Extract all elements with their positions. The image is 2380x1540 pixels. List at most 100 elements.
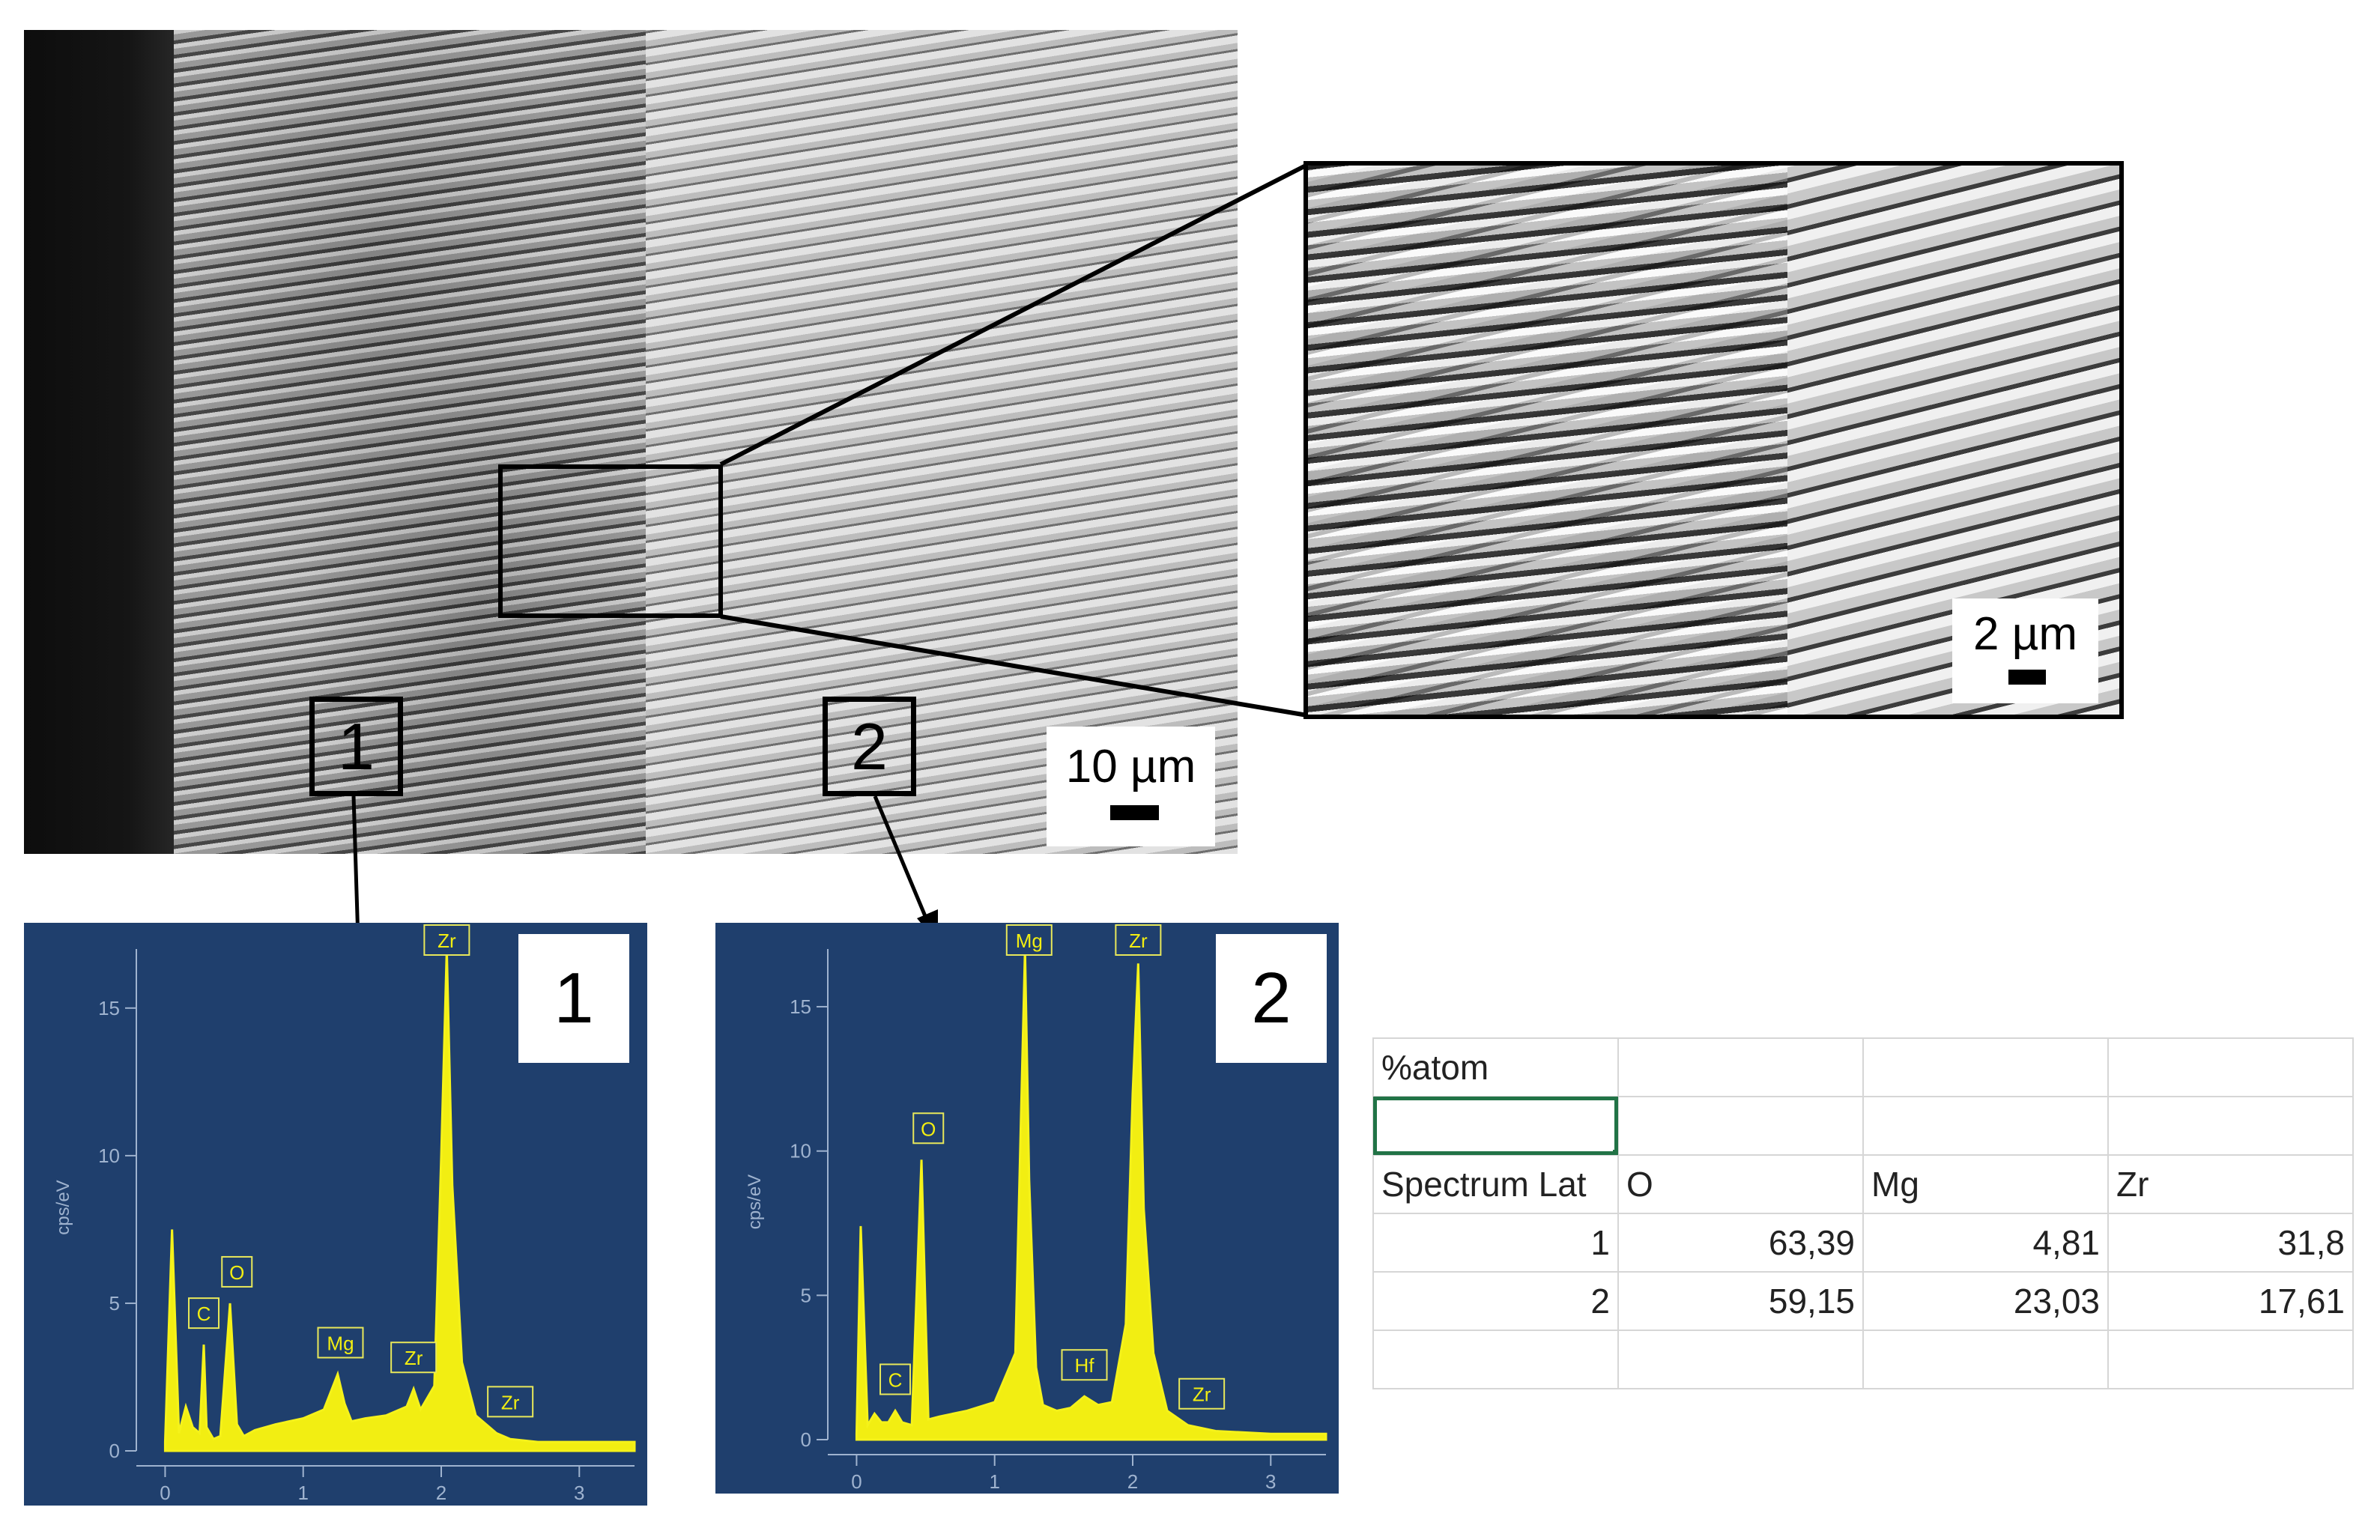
region-marker-2: 2 xyxy=(823,697,916,796)
peak-label-box xyxy=(390,1342,437,1374)
inset-scale-label: 2 µm xyxy=(1972,608,2078,660)
table-cell[interactable] xyxy=(1862,1330,2109,1389)
table-row xyxy=(1372,1330,2354,1389)
table-cell[interactable] xyxy=(1617,1037,1864,1097)
x-tick-label: 3 xyxy=(574,1482,584,1504)
table-cell[interactable]: 31,8 xyxy=(2107,1213,2354,1273)
peak-label: Zr xyxy=(1193,1383,1211,1406)
peak-label: Zr xyxy=(1129,930,1148,952)
micrograph-scale-label: 10 µm xyxy=(1065,741,1196,792)
y-axis-label: cps/eV xyxy=(53,1180,73,1234)
table-row xyxy=(1372,1096,2354,1156)
peak-label-box xyxy=(1178,1377,1226,1410)
y-tick-label: 0 xyxy=(801,1428,811,1451)
peak-label: O xyxy=(229,1261,244,1284)
x-tick-label: 2 xyxy=(1127,1470,1138,1493)
table-row: 2 59,15 23,03 17,61 xyxy=(1372,1271,2354,1331)
y-axis-label: cps/eV xyxy=(745,1174,765,1229)
spectrum-series xyxy=(163,948,636,1452)
peak-label-box xyxy=(487,1386,534,1418)
y-tick-label: 5 xyxy=(801,1284,811,1306)
sem-smooth-region xyxy=(646,30,1238,854)
sem-micrograph: 10 µm xyxy=(24,30,1238,854)
sem-rough-region xyxy=(174,30,683,854)
table-cell[interactable]: 59,15 xyxy=(1617,1271,1864,1331)
y-tick-label: 15 xyxy=(790,995,811,1018)
spectrum-series xyxy=(855,948,1327,1441)
peak-label-box xyxy=(1061,1349,1108,1381)
zoom-connector-top xyxy=(719,163,1309,467)
spectrum-2-panel-number: 2 xyxy=(1216,934,1327,1063)
micrograph-scale-bar xyxy=(1110,805,1159,820)
marker1-connector xyxy=(351,795,360,941)
table-cell[interactable]: 63,39 xyxy=(1617,1213,1864,1273)
selected-cell[interactable] xyxy=(1372,1096,1619,1156)
marker2-connector xyxy=(873,795,931,926)
inset-scale-bar xyxy=(2008,670,2046,685)
zoom-region-box xyxy=(498,464,723,618)
table-cell[interactable] xyxy=(1862,1096,2109,1156)
table-cell[interactable]: 23,03 xyxy=(1862,1271,2109,1331)
table-cell[interactable] xyxy=(2107,1330,2354,1389)
table-cell[interactable]: 17,61 xyxy=(2107,1271,2354,1331)
table-cell[interactable] xyxy=(1617,1096,1864,1156)
peak-label: Mg xyxy=(327,1333,354,1355)
table-cell[interactable]: 4,81 xyxy=(1862,1213,2109,1273)
table-row: 1 63,39 4,81 31,8 xyxy=(1372,1213,2354,1273)
peak-label: O xyxy=(921,1118,936,1140)
table-header-row: Spectrum Lat O Mg Zr xyxy=(1372,1154,2354,1214)
x-tick-label: 3 xyxy=(1265,1470,1276,1493)
inset-scale-box: 2 µm xyxy=(1952,598,2098,703)
peak-label: C xyxy=(888,1368,903,1391)
table-cell[interactable] xyxy=(1862,1037,2109,1097)
table-cell[interactable] xyxy=(2107,1037,2354,1097)
y-tick-label: 15 xyxy=(98,997,120,1019)
peak-label: Hf xyxy=(1075,1354,1095,1377)
y-tick-label: 5 xyxy=(109,1292,120,1315)
fill-handle[interactable] xyxy=(1613,1150,1617,1154)
peak-label-box xyxy=(1115,924,1162,956)
sem-dark-region xyxy=(24,30,174,854)
peak-label-box xyxy=(317,1327,364,1359)
x-tick-label: 0 xyxy=(160,1482,170,1504)
peak-label: Mg xyxy=(1016,930,1043,952)
x-tick-label: 2 xyxy=(436,1482,446,1504)
table-cell[interactable]: 2 xyxy=(1372,1271,1619,1331)
header-o[interactable]: O xyxy=(1617,1154,1864,1214)
x-tick-label: 1 xyxy=(989,1470,999,1493)
composition-table: %atom Spectrum Lat O Mg Zr 1 63,39 4,81 … xyxy=(1372,1037,2354,1389)
header-zr[interactable]: Zr xyxy=(2107,1154,2354,1214)
table-cell[interactable] xyxy=(2107,1096,2354,1156)
header-mg[interactable]: Mg xyxy=(1862,1154,2109,1214)
spectrum-1-panel-number: 1 xyxy=(518,934,629,1063)
table-cell[interactable]: 1 xyxy=(1372,1213,1619,1273)
peak-label-box xyxy=(879,1363,912,1395)
peak-label-box xyxy=(221,1255,253,1288)
zoom-connector-bottom xyxy=(720,614,1308,718)
table-row: %atom xyxy=(1372,1037,2354,1097)
region-marker-1: 1 xyxy=(309,697,403,796)
peak-label: Zr xyxy=(501,1391,520,1413)
peak-label-box xyxy=(912,1112,945,1145)
peak-label-box xyxy=(423,924,470,956)
table-cell[interactable] xyxy=(1372,1330,1619,1389)
table-cell[interactable] xyxy=(1617,1330,1864,1389)
peak-label: C xyxy=(197,1303,211,1325)
peak-label-box xyxy=(1005,924,1053,956)
inset-rough-region xyxy=(1308,166,1787,715)
micrograph-scale-box: 10 µm xyxy=(1047,727,1215,846)
table-title[interactable]: %atom xyxy=(1372,1037,1619,1097)
peak-label: Zr xyxy=(437,930,456,952)
y-tick-label: 0 xyxy=(109,1440,120,1462)
zoom-inset: 2 µm xyxy=(1303,161,2124,719)
y-tick-label: 10 xyxy=(98,1145,120,1167)
peak-label-box xyxy=(188,1297,220,1330)
x-tick-label: 0 xyxy=(851,1470,862,1493)
y-tick-label: 10 xyxy=(790,1140,811,1162)
header-spectrum-label[interactable]: Spectrum Lat xyxy=(1372,1154,1619,1214)
peak-label: Zr xyxy=(405,1347,423,1369)
